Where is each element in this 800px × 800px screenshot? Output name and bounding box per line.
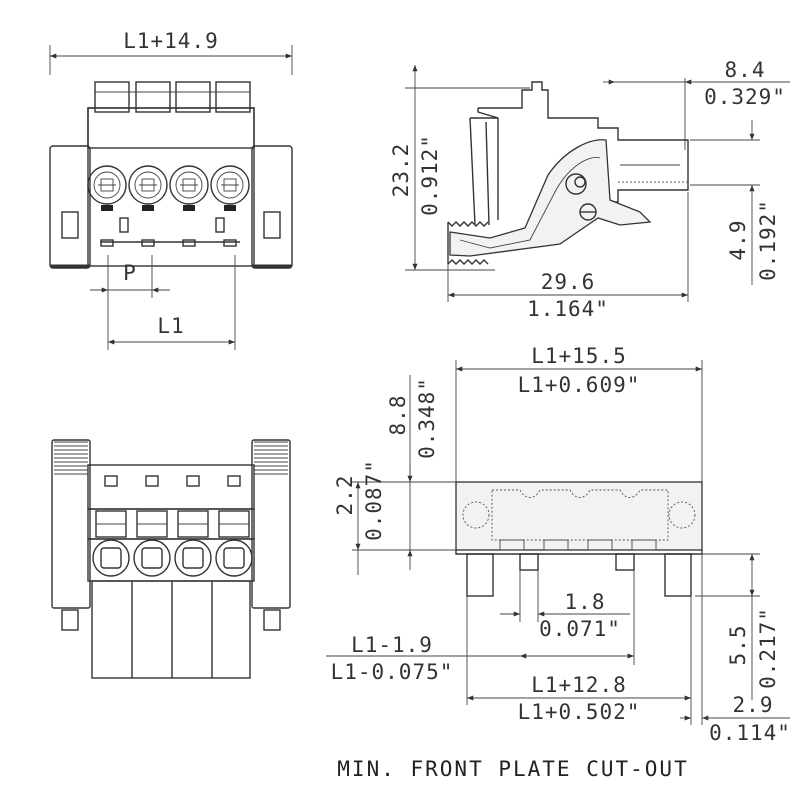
screw-head bbox=[93, 171, 121, 199]
rear-socket-square bbox=[182, 547, 204, 569]
cutout-leg-mm: 5.5 bbox=[726, 625, 750, 666]
contact-tab bbox=[101, 205, 113, 211]
screw-socket bbox=[87, 165, 127, 205]
cutout-height-mm: 8.8 bbox=[386, 395, 410, 436]
contact-tab bbox=[142, 205, 154, 211]
contact-foot bbox=[141, 239, 155, 247]
screw-socket bbox=[169, 165, 209, 205]
pitch-length-label: L1 bbox=[157, 314, 184, 338]
cutout-notch bbox=[587, 539, 613, 551]
side-height-in: 0.912" bbox=[418, 134, 442, 216]
rear-slot bbox=[145, 475, 159, 487]
rear-socket bbox=[174, 539, 212, 577]
side-top-in: 0.329" bbox=[704, 85, 786, 109]
contact-foot bbox=[100, 239, 114, 247]
rear-socket bbox=[92, 539, 130, 577]
rear-socket-square bbox=[141, 547, 163, 569]
screw-head bbox=[134, 171, 162, 199]
contact-foot bbox=[182, 239, 196, 247]
cutout-edge-in: 0.114" bbox=[709, 721, 791, 745]
cutout-leg-in: 0.217" bbox=[756, 607, 780, 689]
contact-tab bbox=[183, 205, 195, 211]
cutout-inner-in: L1+0.502" bbox=[518, 700, 641, 724]
cutout-edge-mm: 2.9 bbox=[733, 693, 774, 717]
cutout-left-mm: L1-1.9 bbox=[351, 633, 433, 657]
side-top-mm: 8.4 bbox=[725, 58, 766, 82]
screw-socket bbox=[210, 165, 250, 205]
cutout-pin-in: 0.071" bbox=[539, 617, 621, 641]
side-offset-in: 0.192" bbox=[756, 199, 780, 281]
rear-slot-row bbox=[104, 475, 241, 487]
cutout-width-mm: L1+15.5 bbox=[531, 344, 627, 368]
rear-tab-row bbox=[95, 510, 250, 538]
cutout-notch bbox=[543, 539, 569, 551]
contact-foot bbox=[223, 239, 237, 247]
front-width-label: L1+14.9 bbox=[123, 29, 219, 53]
top-tabs bbox=[94, 81, 251, 113]
cutout-top-in: 0.087" bbox=[362, 459, 386, 541]
cutout-pin-mm: 1.8 bbox=[565, 590, 606, 614]
cutout-left-in: L1-0.075" bbox=[331, 660, 454, 684]
rear-view bbox=[51, 439, 291, 679]
front-view: L1+14.9 P L1 bbox=[49, 29, 293, 350]
pitch-label: P bbox=[123, 261, 137, 285]
rear-socket-square bbox=[223, 547, 245, 569]
cutout-notch bbox=[631, 539, 657, 551]
rear-slot bbox=[186, 475, 200, 487]
screw-row bbox=[87, 165, 250, 247]
cutout-inner-mm: L1+12.8 bbox=[531, 673, 627, 697]
rear-socket bbox=[215, 539, 253, 577]
screw-head bbox=[175, 171, 203, 199]
cutout-view: L1+15.5 L1+0.609" 8.8 0.348" 2.2 0.087" … bbox=[326, 344, 791, 745]
rear-slot bbox=[104, 475, 118, 487]
screw-head bbox=[216, 171, 244, 199]
side-offset-mm: 4.9 bbox=[726, 220, 750, 261]
side-depth-in: 1.164" bbox=[527, 297, 609, 321]
cutout-height-in: 0.348" bbox=[415, 377, 439, 459]
contact-tab bbox=[224, 205, 236, 211]
side-view: 23.2 0.912" 8.4 0.329" 4.9 bbox=[389, 58, 790, 321]
side-height-mm: 23.2 bbox=[389, 143, 413, 198]
rear-socket-row bbox=[92, 539, 253, 577]
cutout-notch bbox=[499, 539, 525, 551]
caption: MIN. FRONT PLATE CUT-OUT bbox=[337, 757, 688, 781]
rear-slot bbox=[227, 475, 241, 487]
cutout-width-in: L1+0.609" bbox=[518, 373, 641, 397]
rear-socket bbox=[133, 539, 171, 577]
screw-socket bbox=[128, 165, 168, 205]
rear-socket-square bbox=[100, 547, 122, 569]
side-depth-mm: 29.6 bbox=[541, 270, 596, 294]
cutout-top-mm: 2.2 bbox=[333, 475, 357, 516]
